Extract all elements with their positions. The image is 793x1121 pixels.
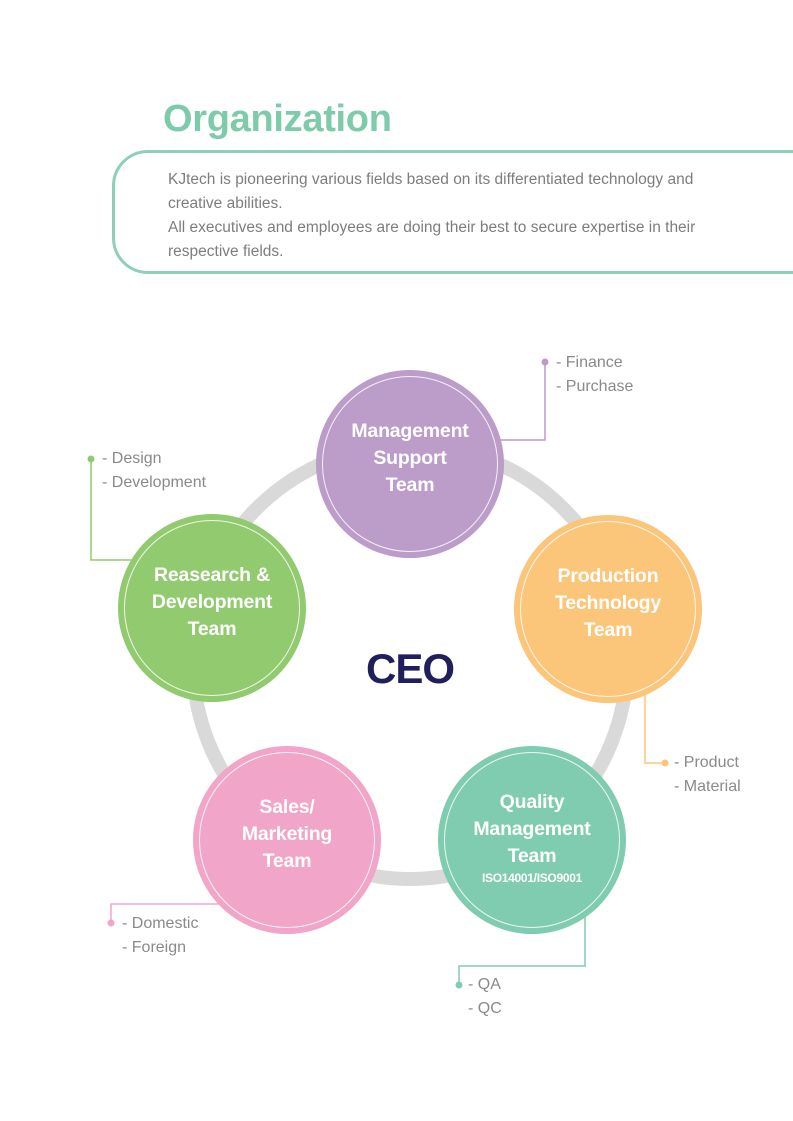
team-ring xyxy=(444,752,620,928)
function-item: - Development xyxy=(102,474,207,491)
team-ring xyxy=(124,520,300,696)
intro-text: KJtech is pioneering various fields base… xyxy=(168,168,738,264)
function-item: - Purchase xyxy=(556,378,634,395)
team-ring xyxy=(520,521,696,697)
connector-quality-management xyxy=(458,910,586,985)
connector-research-development xyxy=(90,459,138,561)
connector-dot-research-development xyxy=(87,455,95,463)
sales-marketing-functions: - Domestic - Foreign xyxy=(122,912,198,960)
connector-dot-sales-marketing xyxy=(107,919,115,927)
team-subtitle: ISO14001/ISO9001 xyxy=(482,870,582,885)
intro-line: KJtech is pioneering various fields base… xyxy=(168,171,694,212)
team-label: Sales/ Marketing Team xyxy=(241,795,333,872)
team-label: Management Support Team xyxy=(351,419,469,496)
management-support-functions: - Finance - Purchase xyxy=(556,351,633,399)
research-development-functions: - Design - Development xyxy=(102,447,206,495)
connector-dot-quality-management xyxy=(455,981,463,989)
function-item: - Foreign xyxy=(122,939,187,956)
function-item: - Domestic xyxy=(122,915,199,932)
page-title: Organization xyxy=(163,98,392,140)
function-item: - QA xyxy=(468,976,501,993)
team-sales-marketing: Sales/ Marketing Team xyxy=(193,746,381,934)
connector-production-technology xyxy=(644,690,665,764)
function-item: - Product xyxy=(674,754,739,771)
team-ring xyxy=(322,376,498,552)
team-ring xyxy=(199,752,375,928)
team-management-support: Management Support Team xyxy=(316,370,504,558)
team-research-development: Reasearch & Development Team xyxy=(118,514,306,702)
connector-dot-production-technology xyxy=(661,759,669,767)
team-production-technology: Production Technology Team xyxy=(514,515,702,703)
function-item: - Material xyxy=(674,778,741,795)
team-label: Production Technology Team xyxy=(555,564,661,641)
function-item: - QC xyxy=(468,1000,502,1017)
connector-management-support xyxy=(498,362,546,441)
ceo-label: CEO xyxy=(365,645,455,692)
production-technology-functions: - Product - Material xyxy=(674,751,741,799)
connector-dot-management-support xyxy=(541,358,549,366)
team-label: Quality Management Team xyxy=(473,790,591,867)
intro-line: All executives and employees are doing t… xyxy=(168,219,696,260)
connector-sales-marketing xyxy=(110,903,225,923)
team-label: Reasearch & Development Team xyxy=(151,563,273,640)
quality-management-functions: - QA - QC xyxy=(468,973,502,1021)
function-item: - Finance xyxy=(556,354,623,371)
team-quality-management: Quality Management Team ISO14001/ISO9001 xyxy=(438,746,626,934)
function-item: - Design xyxy=(102,450,162,467)
intro-frame xyxy=(112,150,793,274)
